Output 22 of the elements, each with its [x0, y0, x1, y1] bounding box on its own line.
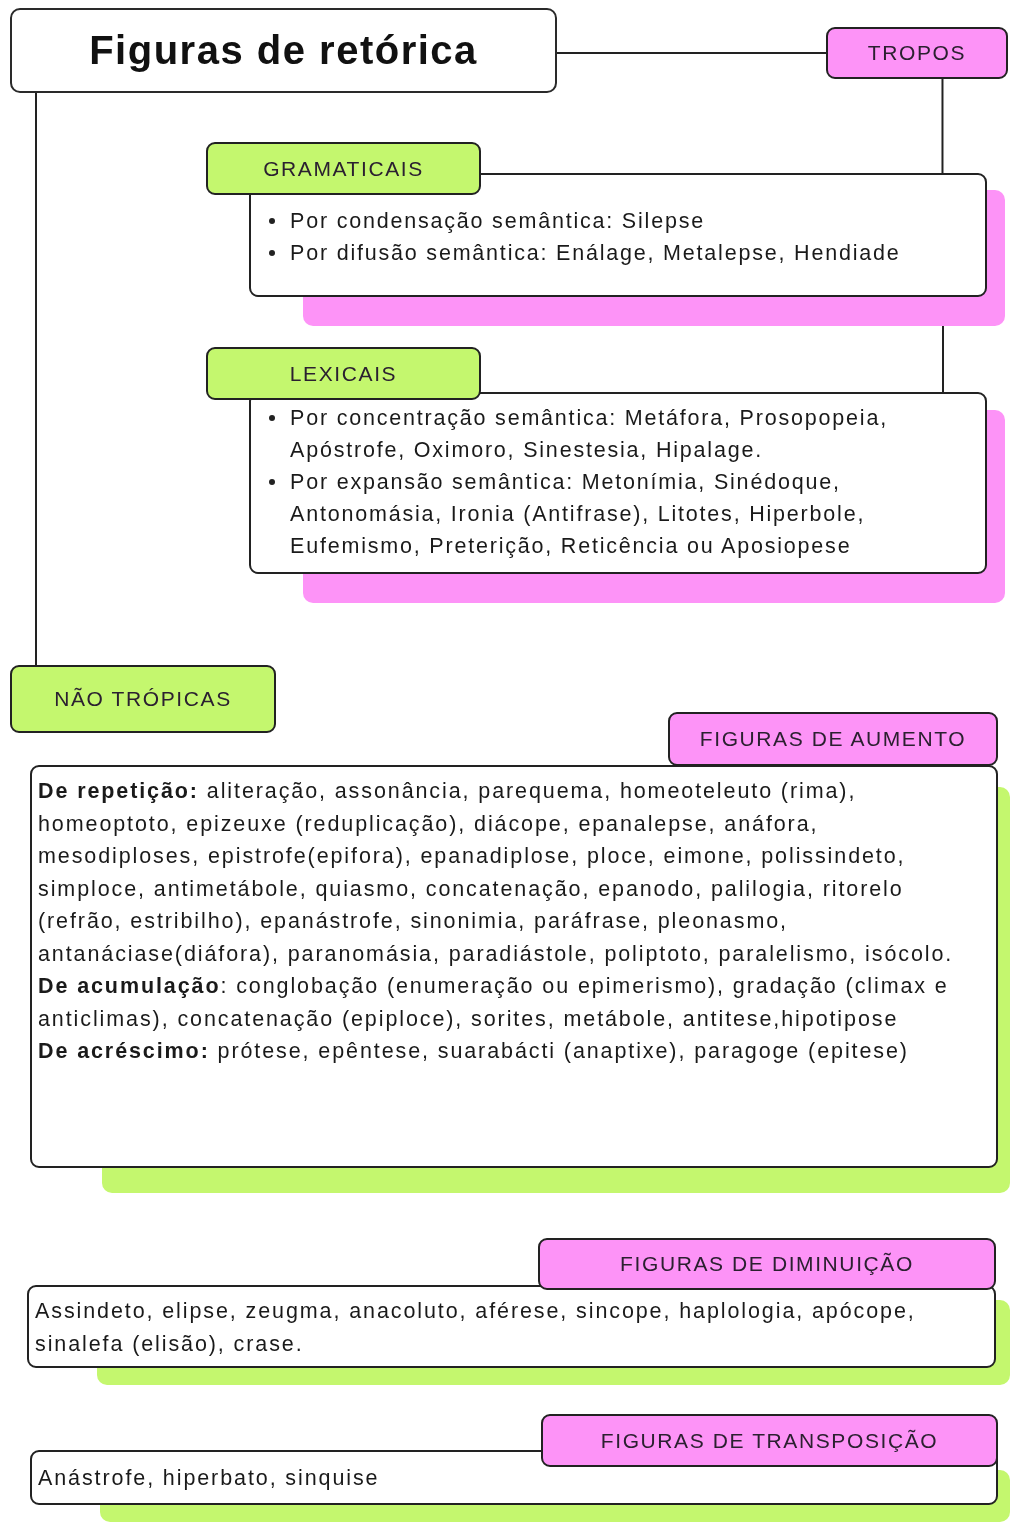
- bullet-item: Por condensação semântica: Silepse: [290, 208, 705, 235]
- category-label: TROPOS: [826, 27, 1008, 79]
- content-box: [27, 1285, 996, 1368]
- bullet-item: Por expansão semântica: Metonímia, Sinédoque, Antonomásia, Ironia (Antifrase), Litotes, Hiperbole, Eufemismo, Preterição, Reticência ou Aposiopese: [290, 469, 867, 560]
- connector-line: [556, 52, 827, 54]
- category-label: FIGURAS DE DIMINUIÇÃO: [538, 1238, 996, 1290]
- category-label: FIGURAS DE TRANSPOSIÇÃO: [541, 1414, 998, 1467]
- title-box: Figuras de retórica: [10, 8, 557, 93]
- category-label: FIGURAS DE AUMENTO: [668, 712, 998, 766]
- paragraph: Assindeto, elipse, zeugma, anacoluto, aférese, sincope, haplologia, apócope, sinalefa (elisão), crase.: [35, 1298, 917, 1358]
- paragraph: Anástrofe, hiperbato, sinquise: [38, 1465, 381, 1492]
- bullet-item: Por concentração semântica: Metáfora, Prosopopeia, Apóstrofe, Oximoro, Sinestesia, Hipalage.: [290, 405, 889, 464]
- content-box: [249, 392, 987, 574]
- paragraph: De repetição: aliteração, assonância, parequema, homeoteleuto (rima), homeoptoto, epizeuxe (reduplicação), diácope, epanalepse, anáfora, mesodiploses, epistrofe(epifora), epanadiplose, ploce, eimone, polissindeto, simploce, antimetábole, quiasmo, concatenação, epanodo, palilogia, ritorelo (refrão, estribilho), epanástrofe, sinonimia, paráfrase, pleonasmo, antanáciase(diáfora), paranomásia, paradiástole, poliptoto, paralelismo, isócolo.: [38, 778, 955, 968]
- category-label: LEXICAIS: [206, 347, 481, 400]
- bullet-item: Por difusão semântica: Enálage, Metalepse, Hendiade: [290, 240, 901, 267]
- content-box: [30, 765, 998, 1168]
- category-label: NÃO TRÓPICAS: [10, 665, 276, 733]
- category-label: GRAMATICAIS: [206, 142, 481, 195]
- connector-line: [35, 92, 37, 666]
- connector-line: [941, 78, 944, 174]
- paragraph: De acréscimo: prótese, epêntese, suarabácti (anaptixe), paragoge (epitese): [38, 1038, 910, 1065]
